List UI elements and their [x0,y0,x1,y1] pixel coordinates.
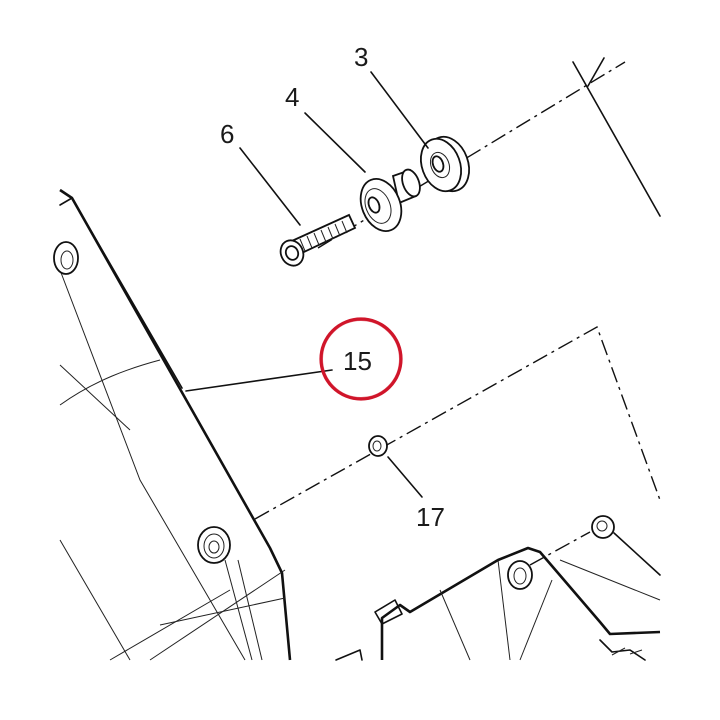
callout-17: 17 [416,502,445,532]
axis-line-upper [317,61,626,249]
highlight-circle-15-inner [322,320,400,398]
leader-line-15 [185,369,333,392]
axis-line-lower [254,325,661,520]
left-housing [53,188,292,661]
washer-part-17 [368,435,388,457]
frame-edge-top-right [572,57,661,217]
screw-part-6 [279,213,357,267]
callout-15: 15 [343,346,372,376]
highlight-circle-15 [319,317,403,401]
leader-line-17 [387,456,423,498]
lower-right-assembly [335,515,661,661]
callout-6: 6 [220,119,234,149]
callout-3: 3 [354,42,368,72]
leader-lines-upper [239,71,429,226]
bushing-part-4 [359,168,421,232]
callout-4: 4 [285,82,299,112]
washer-part-3 [419,135,470,193]
